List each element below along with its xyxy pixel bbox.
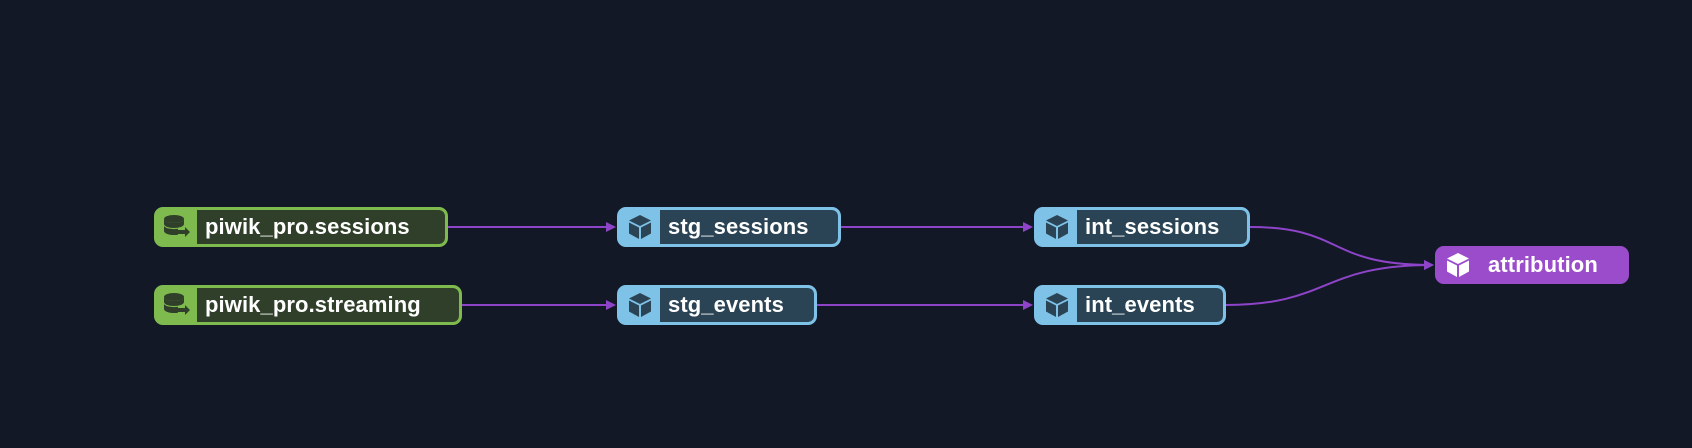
node-label: piwik_pro.sessions xyxy=(197,210,445,244)
edge-int-events-to-attribution xyxy=(1225,260,1434,306)
node-stg-events[interactable]: stg_events xyxy=(617,285,817,325)
cube-icon xyxy=(620,210,660,244)
node-piwik-pro-streaming[interactable]: piwik_pro.streaming xyxy=(154,285,462,325)
node-attribution[interactable]: attribution xyxy=(1435,246,1629,284)
node-stg-sessions[interactable]: stg_sessions xyxy=(617,207,841,247)
node-piwik-pro-sessions[interactable]: piwik_pro.sessions xyxy=(154,207,448,247)
node-label: attribution xyxy=(1488,252,1598,277)
node-label: piwik_pro.streaming xyxy=(197,288,459,322)
cube-icon xyxy=(1037,288,1077,322)
node-label: stg_events xyxy=(660,288,814,322)
node-label: int_events xyxy=(1077,288,1223,322)
node-int-events[interactable]: int_events xyxy=(1034,285,1226,325)
cube-icon xyxy=(620,288,660,322)
node-int-sessions[interactable]: int_sessions xyxy=(1034,207,1250,247)
cube-icon xyxy=(1037,210,1077,244)
node-label: stg_sessions xyxy=(660,210,838,244)
edge-int-sessions-to-attribution xyxy=(1249,226,1434,270)
cube-icon xyxy=(1438,249,1478,281)
node-label: int_sessions xyxy=(1077,210,1247,244)
database-export-icon xyxy=(157,288,197,322)
database-export-icon xyxy=(157,210,197,244)
